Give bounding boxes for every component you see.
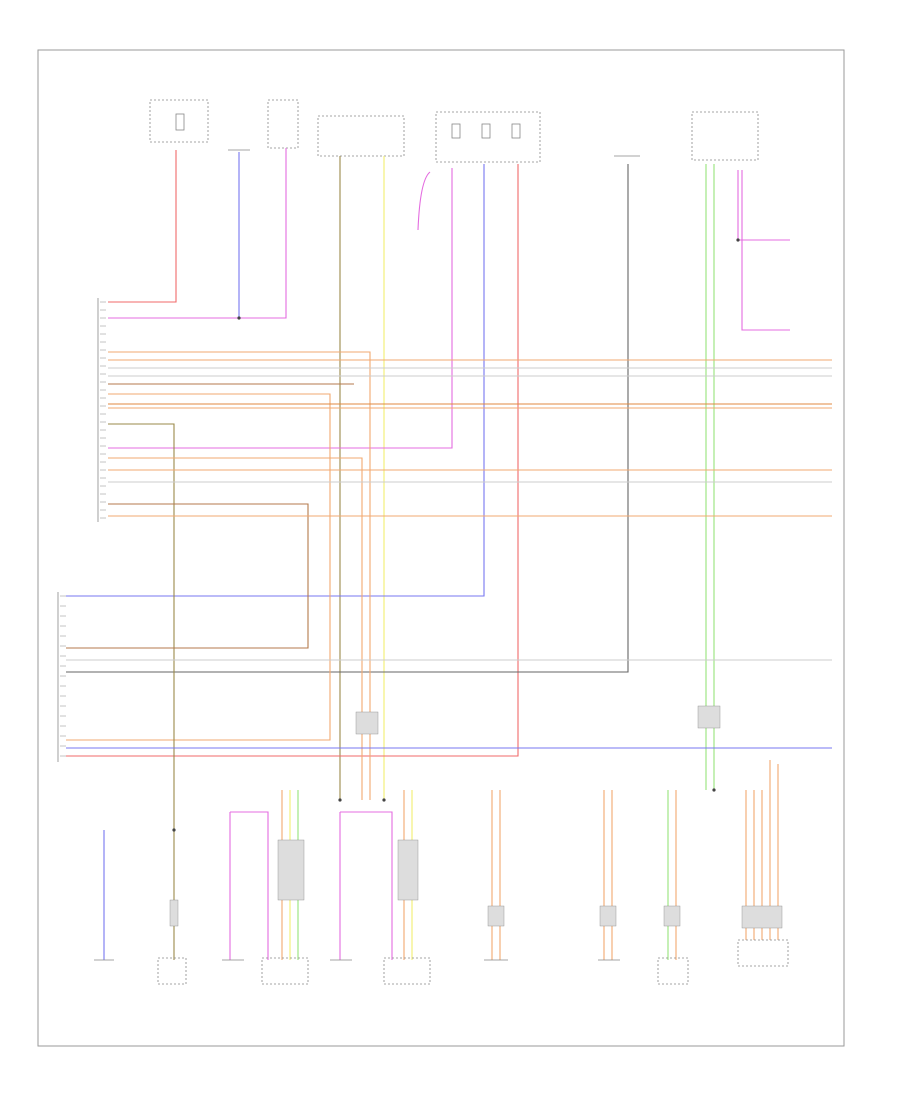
wires <box>66 148 832 960</box>
module-b6 <box>383 957 431 985</box>
fuse-element <box>481 123 491 139</box>
wire-pink-down <box>108 168 453 449</box>
wire-pink-mid <box>417 171 431 231</box>
splices <box>172 238 740 832</box>
splice <box>712 788 716 792</box>
module-b10 <box>737 939 789 967</box>
bottom-components <box>94 939 789 985</box>
wire-pink-right <box>737 170 790 241</box>
lower-connector-pins <box>60 595 66 757</box>
left-connectors <box>57 298 99 762</box>
wire-blue-down <box>66 164 485 597</box>
wire-olive-h9 <box>108 423 175 960</box>
splice <box>736 238 740 242</box>
light-switch-box <box>691 111 759 161</box>
wire-brown-h13 <box>66 503 309 649</box>
module-b4 <box>261 957 309 985</box>
splice <box>172 828 176 832</box>
inline-connectors <box>169 705 783 929</box>
wire-pink-right-2 <box>741 170 790 331</box>
wire-pink <box>108 148 287 319</box>
wire-red <box>108 150 177 303</box>
module-b9 <box>657 957 689 985</box>
passenger-module-box <box>267 99 299 149</box>
wire-orange-h1 <box>108 351 371 800</box>
fuse-element <box>451 123 461 139</box>
diagram-frame <box>37 49 845 1047</box>
fuse-element <box>175 113 185 131</box>
splice <box>382 798 386 802</box>
wire-pink-b5b <box>340 811 393 960</box>
fuse-box-middle <box>435 111 541 163</box>
module-b2 <box>157 957 187 985</box>
instrument-cluster-box <box>317 115 405 157</box>
wire-orange-h6 <box>66 393 331 741</box>
fuse-box-top-left <box>149 99 209 143</box>
splice <box>338 798 342 802</box>
top-components <box>149 99 759 163</box>
upper-connector-pins <box>100 301 106 519</box>
fuse-element <box>511 123 521 139</box>
wire-red-down <box>66 164 519 757</box>
wire-pink-b3b <box>230 811 269 960</box>
splice <box>237 316 241 320</box>
wire-orange-h10 <box>108 457 363 800</box>
wire-gray-down <box>66 164 629 673</box>
